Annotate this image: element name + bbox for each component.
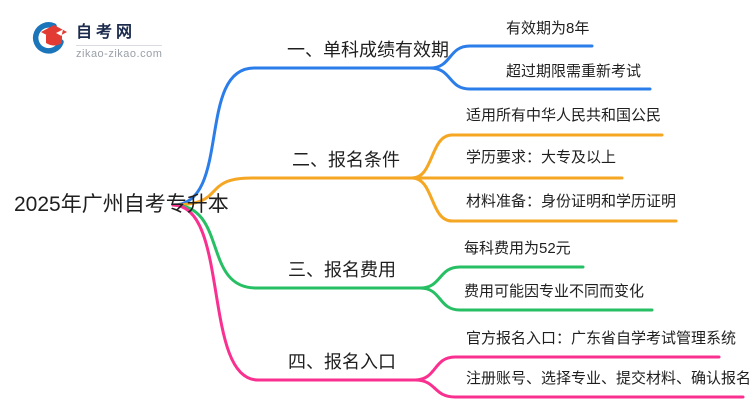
branch-2-subtopic-2[interactable]: 学历要求：大专及以上 (466, 149, 617, 166)
branch-4-line (171, 203, 417, 382)
branch-2-child-1-line (410, 133, 664, 180)
branch-1-topic[interactable]: 一、单科成绩有效期 (287, 40, 449, 60)
branch-4-subtopic-1[interactable]: 官方报名入口：广东省自学考试管理系统 (466, 330, 737, 347)
branch-2-child-3-line (410, 176, 678, 223)
branch-2-topic[interactable]: 二、报名条件 (292, 150, 400, 170)
branch-4-topic[interactable]: 四、报名入口 (288, 352, 396, 372)
logo-url: zikao-zikao.com (76, 48, 163, 60)
logo-divider (76, 45, 162, 46)
branch-3-subtopic-2[interactable]: 费用可能因专业不同而变化 (464, 283, 645, 300)
branch-3-subtopic-1[interactable]: 每科费用为52元 (464, 240, 571, 257)
branch-1-line (171, 66, 432, 207)
branch-4-child-2-line (413, 378, 745, 399)
branch-1-subtopic-2[interactable]: 超过期限需重新考试 (506, 63, 642, 80)
logo-title: 自考网 (76, 24, 137, 41)
site-logo[interactable]: 自考网 zikao-zikao.com (30, 18, 162, 60)
branch-1-child-2-line (428, 66, 652, 91)
branch-2-line (171, 176, 414, 207)
graduation-cap-icon (32, 22, 67, 54)
branch-3-topic[interactable]: 三、报名费用 (288, 260, 396, 280)
branch-1-subtopic-1[interactable]: 有效期为8年 (506, 20, 590, 37)
branch-4-subtopic-2[interactable]: 注册账号、选择专业、提交材料、确认报名 (466, 370, 750, 387)
root-topic[interactable]: 2025年广州自考专升本 (14, 193, 229, 216)
branch-2-subtopic-3[interactable]: 材料准备：身份证明和学历证明 (466, 193, 677, 210)
branch-2-subtopic-1[interactable]: 适用所有中华人民共和国公民 (466, 107, 662, 124)
branch-3-child-2-line (418, 286, 654, 312)
branch-3-line (171, 203, 422, 290)
